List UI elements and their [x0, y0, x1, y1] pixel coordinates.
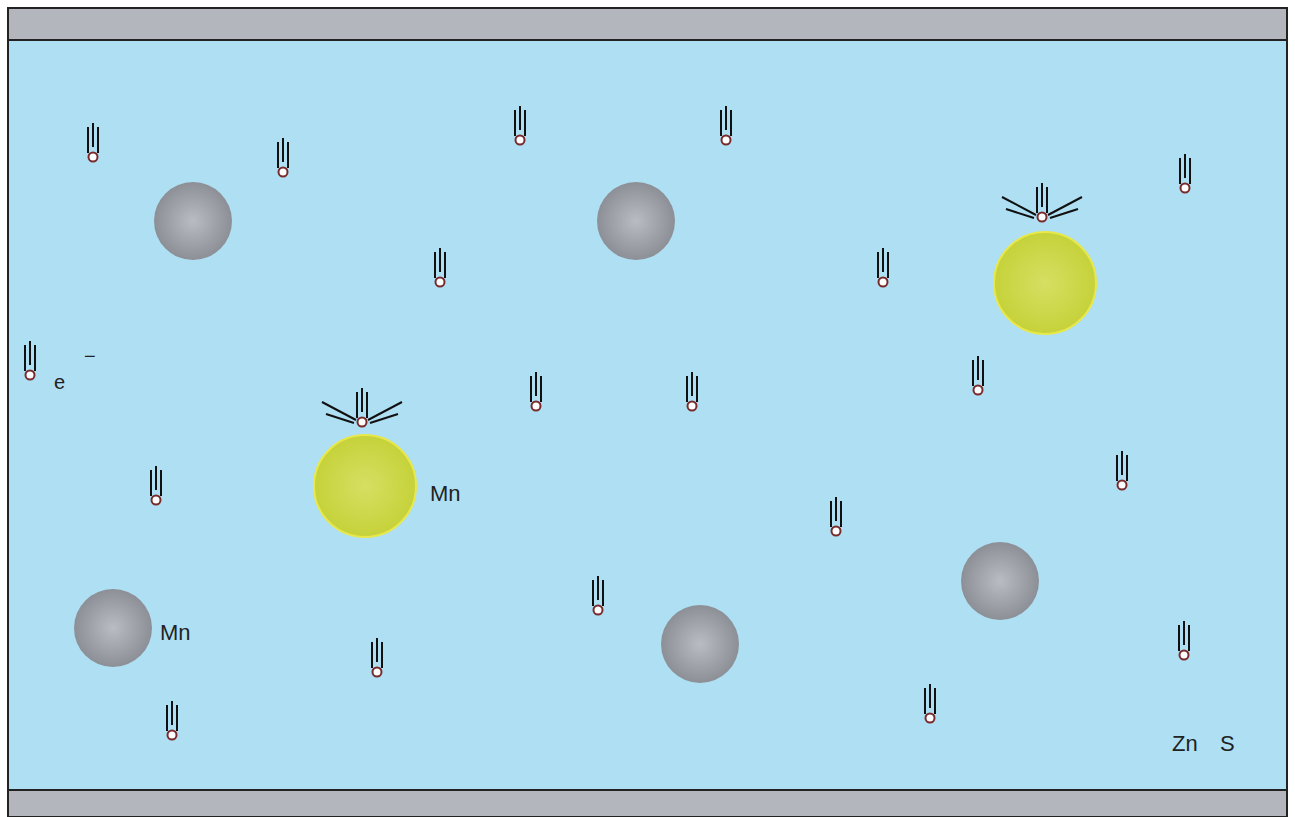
electron	[515, 106, 525, 145]
bottom-electrode	[8, 790, 1287, 817]
electron-trail	[878, 248, 888, 278]
electron-dot	[152, 496, 161, 505]
excited-mn-atom	[314, 435, 416, 537]
electron-dot	[1181, 184, 1190, 193]
electron-dot	[168, 731, 177, 740]
electron-dot	[1180, 651, 1189, 660]
electron-dot	[89, 153, 98, 162]
mn-atom	[597, 182, 675, 260]
electron-dot	[594, 606, 603, 615]
electron	[831, 497, 841, 536]
electron	[721, 106, 731, 145]
electron	[372, 638, 382, 677]
electron	[925, 684, 935, 723]
electron-trail	[88, 123, 98, 153]
electron-trail	[151, 466, 161, 496]
electron	[687, 372, 697, 411]
electron-trail	[687, 372, 697, 402]
electron	[151, 466, 161, 505]
electron	[531, 372, 541, 411]
electron-trail	[25, 341, 35, 371]
electron-trail	[278, 138, 288, 168]
electron-label: e	[54, 372, 65, 392]
electron-trail	[435, 248, 445, 278]
electron-dot	[279, 168, 288, 177]
electron	[435, 248, 445, 287]
electron-trail	[1179, 621, 1189, 651]
electron	[1117, 451, 1127, 490]
electron-trail	[721, 106, 731, 136]
electron-dot	[532, 402, 541, 411]
electron-trail	[531, 372, 541, 402]
atom-label: Mn	[160, 622, 191, 644]
material-label: S	[1220, 733, 1235, 755]
electron	[1179, 621, 1189, 660]
electron	[88, 123, 98, 162]
electron-trail	[167, 701, 177, 731]
electron	[322, 388, 402, 427]
electron-trail	[973, 356, 983, 386]
electron-trail	[1180, 154, 1190, 184]
material-label: Zn	[1172, 733, 1198, 755]
electron-trail	[1037, 183, 1047, 213]
electron-dot	[974, 386, 983, 395]
electron-trail	[831, 497, 841, 527]
electron	[593, 576, 603, 615]
electron-dot	[373, 668, 382, 677]
electron-dot	[832, 527, 841, 536]
electron-dot	[722, 136, 731, 145]
electron-dot	[516, 136, 525, 145]
electron-dot	[26, 371, 35, 380]
mn-atom	[154, 182, 232, 260]
top-electrode	[8, 8, 1287, 40]
electron	[973, 356, 983, 395]
electron	[25, 341, 35, 380]
electron-dot	[879, 278, 888, 287]
zns-layer	[8, 40, 1287, 790]
electron-dot	[436, 278, 445, 287]
electron-dot	[358, 418, 367, 427]
electron-dot	[1038, 213, 1047, 222]
electron-dot	[688, 402, 697, 411]
atoms	[74, 182, 1096, 683]
charge-sign: −	[84, 346, 96, 366]
impact-rays	[1002, 197, 1082, 218]
electron-dot	[926, 714, 935, 723]
electron-trail	[593, 576, 603, 606]
excited-mn-atom	[994, 232, 1096, 334]
electron	[1180, 154, 1190, 193]
electron	[1002, 183, 1082, 222]
electrons	[25, 106, 1190, 740]
electron	[278, 138, 288, 177]
electron-trail	[925, 684, 935, 714]
electron-trail	[372, 638, 382, 668]
electron-trail	[1117, 451, 1127, 481]
electron	[167, 701, 177, 740]
atom-label: Mn	[430, 483, 461, 505]
electron-dot	[1118, 481, 1127, 490]
impact-rays	[322, 402, 402, 423]
electron-trail	[515, 106, 525, 136]
electron-trail	[357, 388, 367, 418]
mn-atom	[661, 605, 739, 683]
electron	[878, 248, 888, 287]
mn-atom	[74, 589, 152, 667]
mn-atom	[961, 542, 1039, 620]
